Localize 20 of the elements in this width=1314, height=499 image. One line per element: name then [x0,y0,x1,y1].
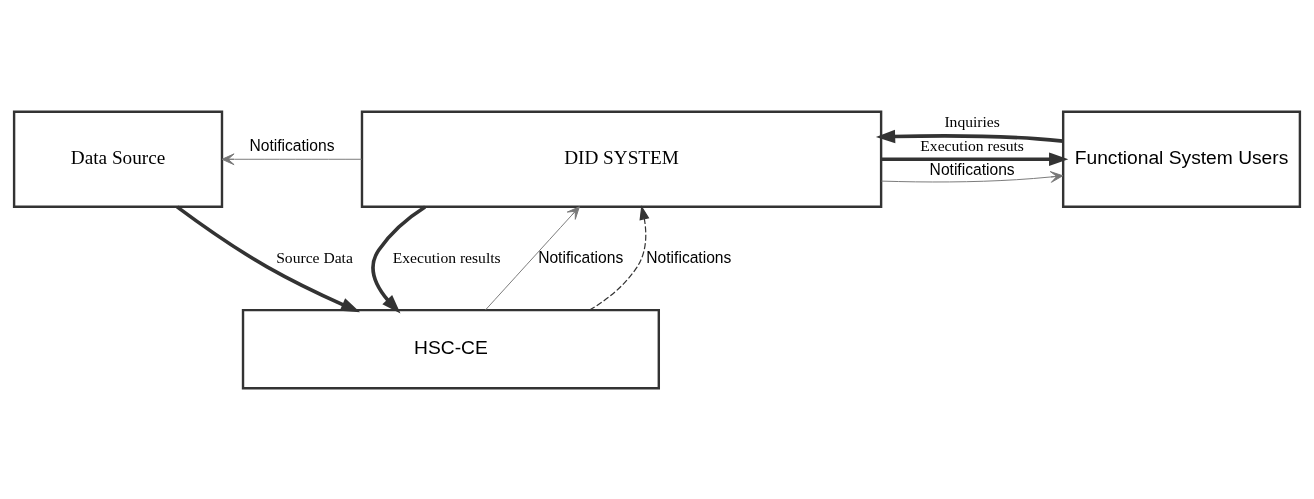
node-box: Data Source [12,110,224,208]
edge-label: Execution resuts [920,136,1024,154]
edge-label: Notifications [646,248,732,265]
edge-label: Notifications [538,248,624,265]
arrow [371,205,427,314]
arrow [484,205,580,310]
edge-label: Inquiries [944,112,1000,130]
arrow [880,170,1064,183]
edge-label: Execution results [392,248,501,265]
arrow [221,152,363,165]
node-box: HSC-CE [241,308,660,389]
edge-label: Source Data [276,248,353,265]
edge-label: Notifications [249,136,335,154]
arrow [588,204,650,311]
arrow [875,129,1064,143]
arrow [176,204,361,312]
arrow [881,152,1069,166]
edge-label: Notifications [929,160,1015,178]
node-box: DID SYSTEM [360,110,883,208]
node-box: Functional System Users [1061,110,1302,208]
